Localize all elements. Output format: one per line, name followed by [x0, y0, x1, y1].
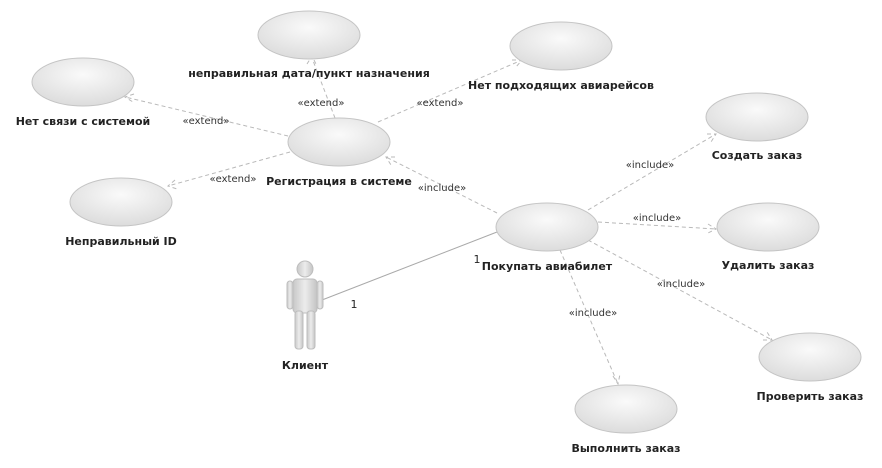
extend-label-1: «extend» [298, 98, 345, 109]
use-case-wrong-destination[interactable]: неправильная дата/пункт назначения [188, 10, 430, 80]
use-case-delete-order[interactable]: Удалить заказ [716, 202, 820, 272]
extend-label-2: «extend» [417, 98, 464, 109]
use-case-no-connection[interactable]: Нет связи с системой [16, 57, 151, 128]
actor-icon [286, 260, 324, 350]
extend-label-4: «extend» [210, 174, 257, 185]
include-line-create [587, 133, 717, 211]
use-case-wrong-id[interactable]: Неправильный ID [65, 177, 177, 248]
association-line [321, 231, 498, 301]
use-case-label: Нет подходящих авиарейсов [468, 79, 654, 92]
use-case-label: Создать заказ [712, 149, 803, 162]
multiplicity-actor-end: 1 [351, 298, 358, 311]
use-case-execute-order[interactable]: Выполнить заказ [571, 384, 681, 455]
multiplicity-usecase-end: 1 [474, 253, 481, 266]
extend-line-wrong-id [167, 151, 291, 187]
include-label-registration: «include» [418, 183, 466, 194]
use-case-label: Удалить заказ [722, 259, 815, 272]
include-line-execute [559, 249, 619, 385]
stereotype-labels: «extend» «extend» «extend» «extend» «inc… [183, 98, 706, 319]
extend-line-no-flights [377, 59, 523, 123]
use-case-check-order[interactable]: Проверить заказ [757, 332, 864, 403]
include-label-create: «include» [626, 160, 674, 171]
actor-label: Клиент [282, 359, 329, 372]
include-line-check [587, 239, 773, 341]
use-case-label: Нет связи с системой [16, 115, 151, 128]
use-case-label: Регистрация в системе [266, 175, 412, 188]
use-case-label: неправильная дата/пункт назначения [188, 67, 430, 80]
extend-line-wrong-destination [311, 57, 336, 119]
include-label-execute: «include» [569, 308, 617, 319]
include-label-delete: «include» [633, 213, 681, 224]
use-case-label: Проверить заказ [757, 390, 864, 403]
use-case-label: Неправильный ID [65, 235, 177, 248]
use-case-registration[interactable]: Регистрация в системе [266, 117, 412, 188]
include-line-delete [597, 221, 717, 230]
use-case-no-flights[interactable]: Нет подходящих авиарейсов [468, 21, 654, 92]
use-case-label: Покупать авиабилет [482, 260, 613, 273]
extend-label-3: «extend» [183, 116, 230, 127]
use-case-create-order[interactable]: Создать заказ [705, 92, 809, 162]
actor-client[interactable]: Клиент [282, 260, 329, 372]
relations-layer [123, 54, 773, 386]
include-label-check: «include» [657, 279, 705, 290]
use-case-label: Выполнить заказ [571, 442, 680, 455]
use-case-buy-ticket[interactable]: Покупать авиабилет [482, 202, 613, 273]
